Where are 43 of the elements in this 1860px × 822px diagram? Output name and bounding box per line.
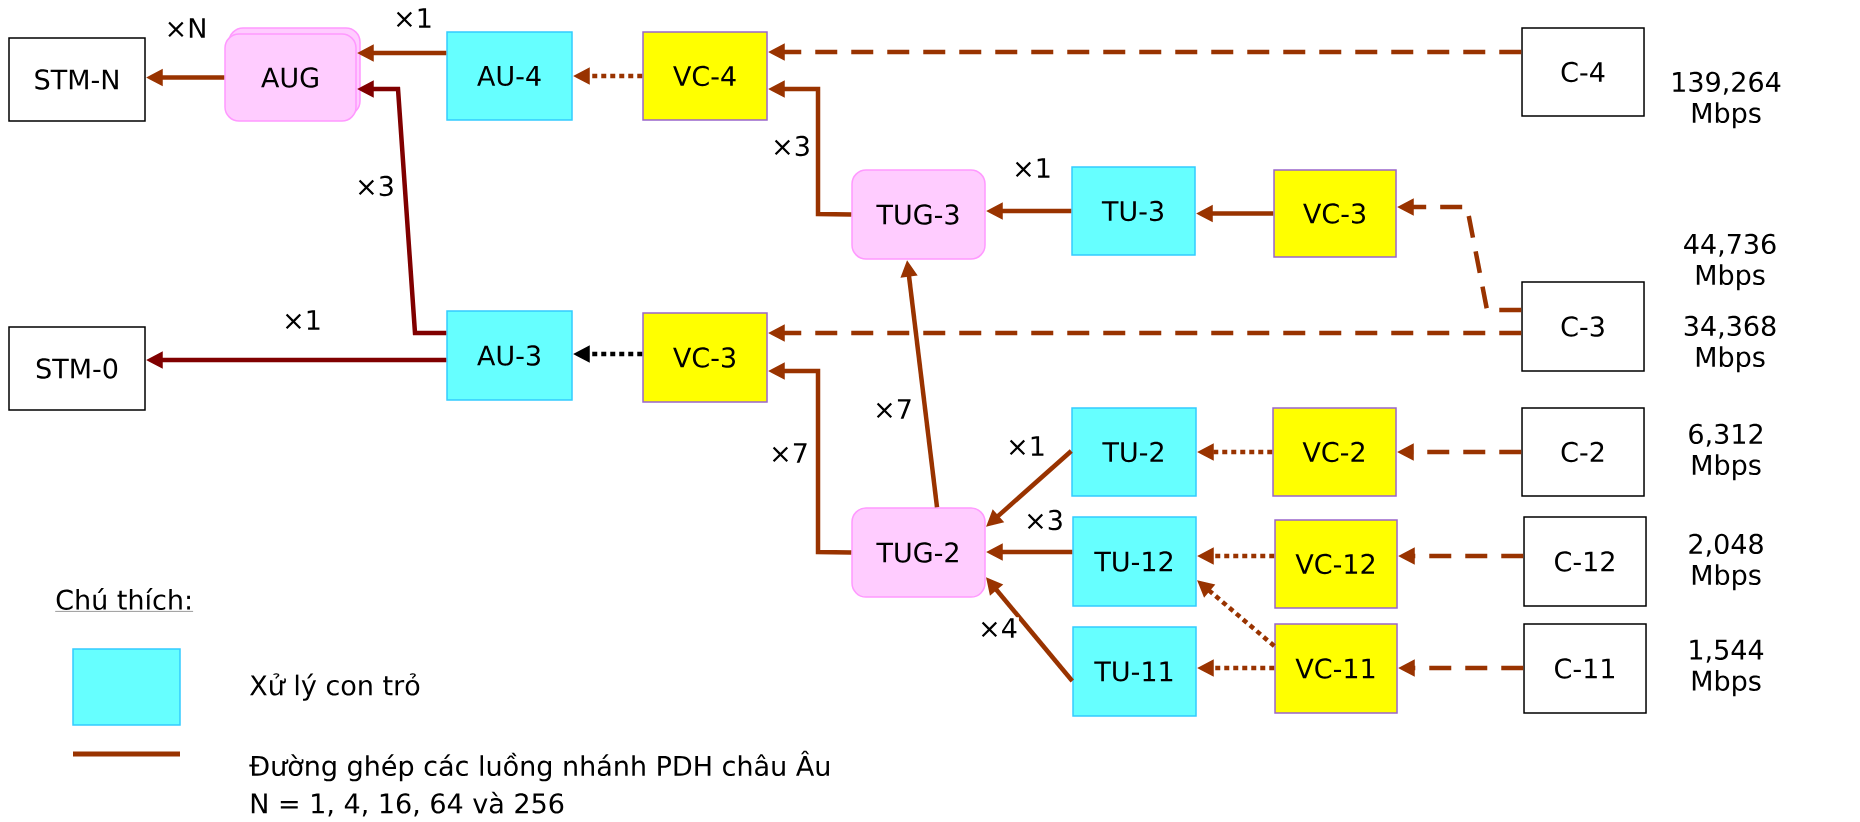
- edge-label: ×7: [768, 442, 810, 464]
- edge-label: ×3: [770, 134, 812, 158]
- edge-label: ×1: [1005, 435, 1047, 457]
- edge-label: ×1: [1011, 157, 1053, 179]
- note-text: N = 1, 4, 16, 64 và 256: [251, 791, 564, 817]
- signal-box: C-4: [1521, 27, 1645, 117]
- group-box: AUG: [224, 27, 361, 122]
- signal-box: C-3: [1521, 281, 1645, 372]
- container-box: VC-4: [642, 31, 768, 121]
- container-box: VC-2: [1272, 407, 1397, 497]
- container-box: VC-3: [642, 312, 768, 403]
- rate-label: 2,048 Mbps: [1689, 533, 1763, 591]
- unit-box: AU-4: [446, 31, 573, 121]
- rate-label: 139,264 Mbps: [1673, 71, 1781, 129]
- rate-label: 6,312 Mbps: [1689, 423, 1762, 481]
- rate-label: 1,544 Mbps: [1690, 639, 1764, 697]
- unit-box: TU-2: [1071, 407, 1197, 497]
- signal-box: STM-N: [8, 37, 146, 122]
- unit-box: AU-3: [446, 310, 573, 401]
- container-box: VC-3: [1273, 169, 1397, 258]
- edge-label: ×1: [281, 309, 323, 331]
- container-box: VC-11: [1274, 623, 1398, 714]
- unit-box: TU-3: [1071, 166, 1196, 256]
- rate-label: 34,368 Mbps: [1684, 315, 1776, 373]
- edge-label: ×7: [872, 398, 914, 420]
- edge-label: ×3: [1023, 508, 1065, 532]
- unit-box: TU-12: [1072, 516, 1197, 607]
- legend-label: Đường ghép các luồng nhánh PDH châu Âu: [249, 750, 829, 782]
- signal-box: STM-0: [8, 326, 146, 411]
- edge-label: ×3: [354, 174, 396, 198]
- legend-label: Xử lý con trỏ: [250, 673, 420, 701]
- container-box: VC-12: [1274, 519, 1398, 609]
- signal-box: C-2: [1521, 407, 1645, 497]
- unit-box: TU-11: [1072, 626, 1197, 717]
- group-box: TUG-3: [851, 169, 986, 260]
- signal-box: C-11: [1523, 623, 1647, 714]
- rate-label: 44,736 Mbps: [1684, 233, 1776, 291]
- edge-label: ×N: [163, 17, 209, 39]
- signal-box: C-12: [1523, 516, 1647, 607]
- edge-label: ×1: [392, 7, 434, 29]
- edge-label: ×4: [977, 617, 1019, 639]
- legend-heading: Chú thích:: [55, 588, 194, 612]
- group-box: TUG-2: [851, 507, 986, 598]
